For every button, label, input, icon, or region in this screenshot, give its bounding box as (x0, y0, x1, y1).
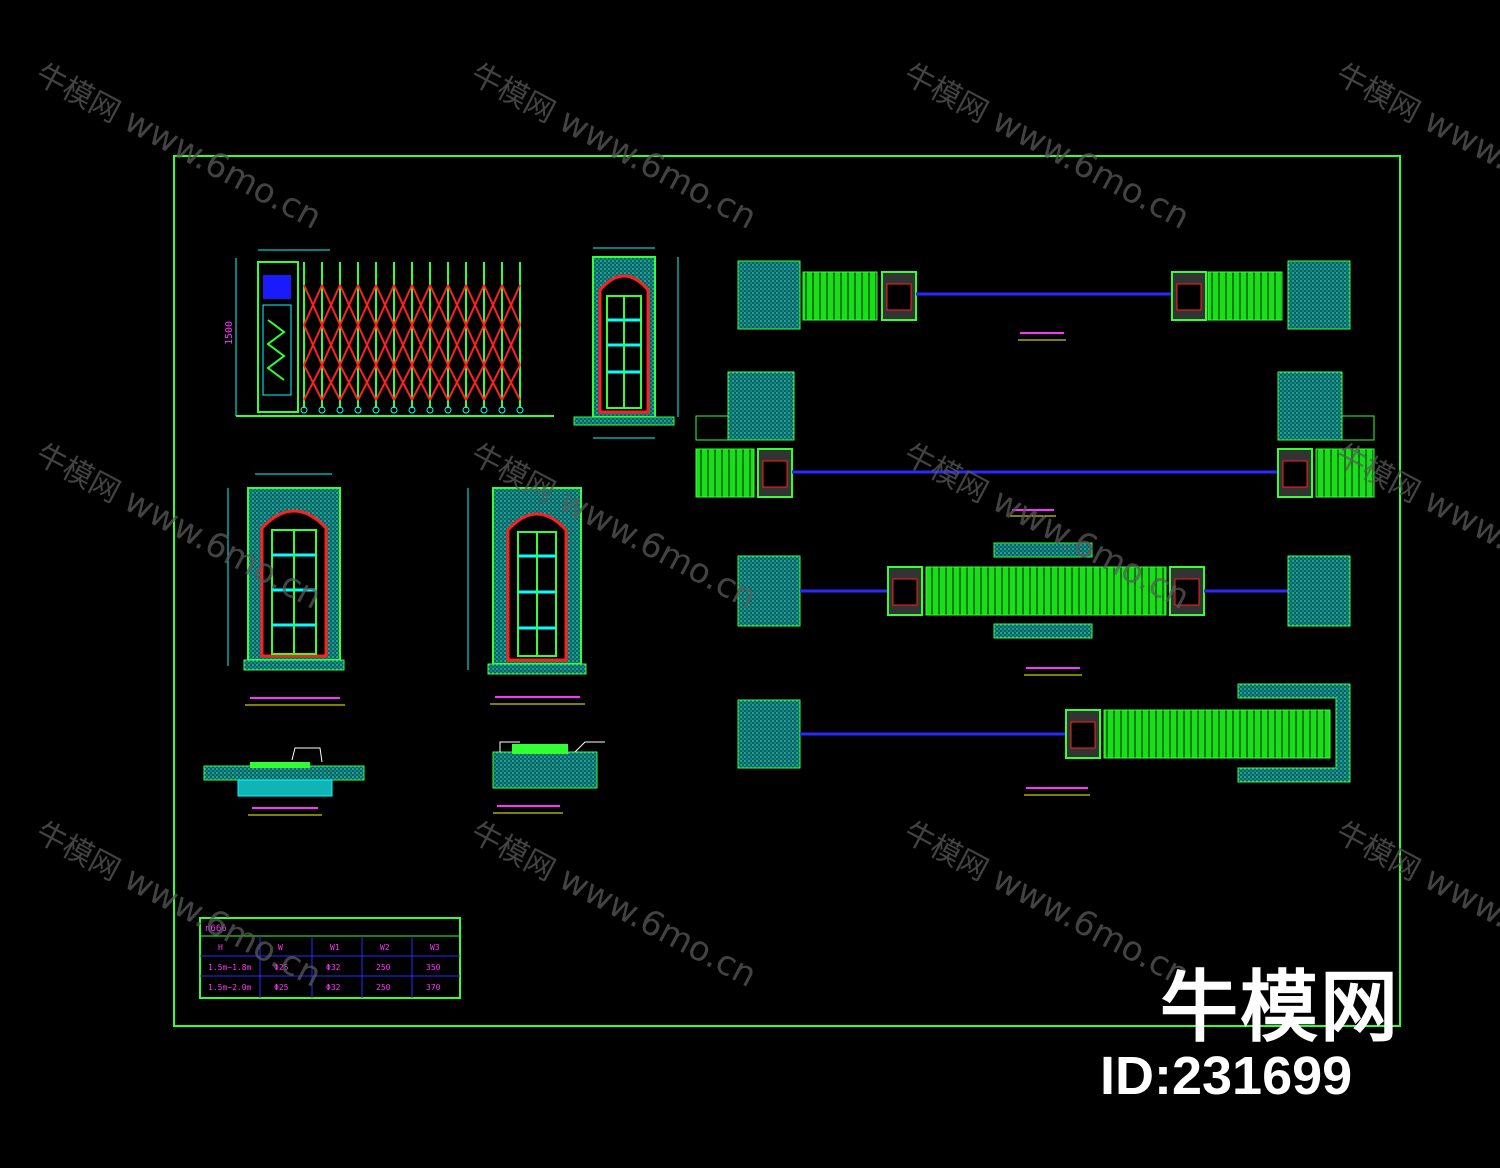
gate-wheel (354, 406, 362, 414)
table-cell: 370 (426, 983, 441, 992)
table-header-cell: W (278, 943, 283, 952)
gate-scissor-bar (465, 364, 485, 401)
door-elevation-a (227, 473, 345, 706)
gate-scissor-bar (303, 284, 323, 326)
gate-scissor-bar (393, 364, 413, 401)
gate-wheel (480, 406, 488, 414)
gate-scissor-bar (465, 284, 485, 326)
plan-view-3 (737, 542, 1351, 676)
table-cell: Φ32 (326, 983, 341, 992)
gate-scissor-bar (321, 324, 341, 366)
gate-scissor-bar (303, 324, 323, 366)
gate-scissor-bar (393, 324, 413, 366)
gate-scissor-bar (447, 324, 467, 366)
folding-gate-elevation: 1500 (224, 249, 554, 417)
table-cell: 350 (426, 963, 441, 972)
plan-view-4 (737, 683, 1351, 796)
table-header-cell: W3 (430, 943, 440, 952)
table-cell: 250 (376, 963, 391, 972)
plan-view-1 (737, 260, 1351, 341)
gate-scissor-bar (339, 364, 359, 401)
gate-scissor-bar (447, 284, 467, 326)
gate-wheel (462, 406, 470, 414)
gate-height-dimension: 1500 (224, 321, 235, 345)
gate-scissor-bar (357, 284, 377, 326)
door-elevation-narrow (573, 247, 679, 439)
table-cell: 1.5m~2.0m (208, 983, 252, 992)
table-header-cell: H (218, 943, 223, 952)
gate-scissor-bar (303, 364, 323, 401)
table-cell: Φ32 (326, 963, 341, 972)
gate-scissor-bar (429, 284, 449, 326)
gate-scissor-bar (483, 284, 503, 326)
track-section-detail-b (492, 741, 605, 814)
asset-id-label: ID:231699 (1100, 1046, 1353, 1106)
gate-scissor-bar (483, 324, 503, 366)
gate-scissor-bar (501, 284, 521, 326)
track-section-detail-a (203, 747, 365, 816)
plan-view-2 (695, 371, 1375, 517)
table-cell: 250 (376, 983, 391, 992)
gate-scissor-bar (321, 284, 341, 326)
gate-scissor-bar (411, 284, 431, 326)
gate-wheel (498, 406, 506, 414)
gate-scissor-bar (375, 324, 395, 366)
gate-scissor-bar (483, 364, 503, 401)
table-cell: Φ25 (274, 963, 289, 972)
gate-scissor-bar (429, 324, 449, 366)
gate-scissor-bar (411, 364, 431, 401)
table-cell: Φ25 (274, 983, 289, 992)
gate-scissor-bar (429, 364, 449, 401)
gate-scissor-bar (411, 324, 431, 366)
gate-wheel (390, 406, 398, 414)
gate-scissor-bar (357, 364, 377, 401)
door-elevation-b (467, 487, 587, 705)
gate-wheel (444, 406, 452, 414)
gate-scissor-bar (339, 284, 359, 326)
gate-wheel (516, 406, 524, 414)
brand-logo-text: 牛模网 (1160, 963, 1401, 1053)
gate-scissor-bar (375, 364, 395, 401)
gate-scissor-bar (447, 364, 467, 401)
gate-wheel (408, 406, 416, 414)
table-header-cell: W1 (330, 943, 340, 952)
drawing-frame (173, 155, 1401, 1027)
gate-scissor-bar (375, 284, 395, 326)
gate-wheel (372, 406, 380, 414)
gate-scissor-bar (465, 324, 485, 366)
table-header-cell: W2 (380, 943, 390, 952)
gate-scissor-bar (357, 324, 377, 366)
gate-scissor-bar (393, 284, 413, 326)
gate-scissor-bar (321, 364, 341, 401)
table-title: n666 (205, 924, 227, 934)
gate-scissor-bar (501, 364, 521, 401)
gate-wheel (336, 406, 344, 414)
table-cell: 1.5m~1.8m (208, 963, 252, 972)
gate-scissor-bar (501, 324, 521, 366)
gate-wheel (300, 406, 308, 414)
gate-wheel (426, 406, 434, 414)
gate-wheel (318, 406, 326, 414)
gate-scissor-bar (339, 324, 359, 366)
